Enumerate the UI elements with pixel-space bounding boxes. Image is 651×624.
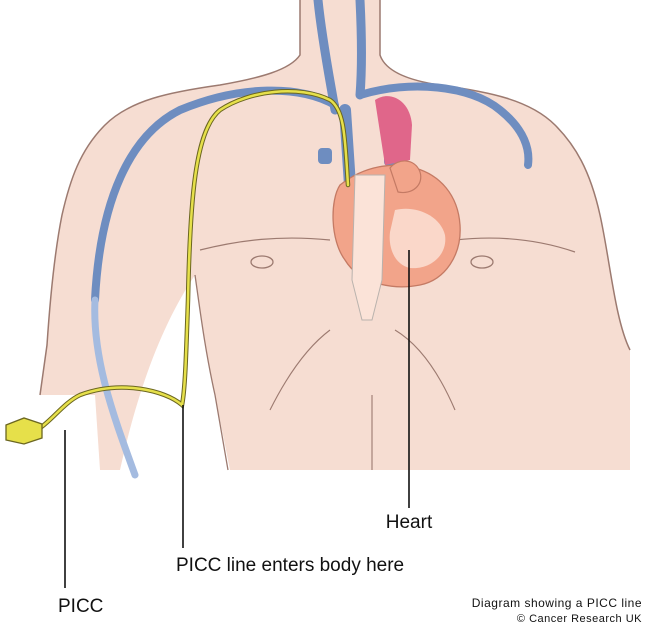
- arm-inner-line: [194, 274, 229, 471]
- picc-line: [5, 89, 351, 445]
- pulmonary-artery: [389, 160, 422, 194]
- chest-line-left: [199, 237, 331, 251]
- heart-illustration: [332, 96, 461, 321]
- torso-outline: [39, 0, 631, 396]
- sternum: [351, 174, 386, 321]
- rib-line-left: [269, 329, 331, 411]
- caption-line-1: Diagram showing a PICC line: [472, 596, 642, 610]
- picc-label: PICC: [58, 596, 103, 617]
- leader-lines: [64, 250, 410, 588]
- caption-line-2: © Cancer Research UK: [517, 613, 642, 624]
- nipple-left: [250, 255, 274, 269]
- vein-branch-left: [318, 148, 332, 164]
- heart-label: Heart: [386, 512, 433, 533]
- rib-line-right: [394, 329, 456, 411]
- vein-neck-right: [355, 0, 366, 100]
- picc-line-tube: [38, 90, 350, 430]
- chest-line-right: [454, 237, 576, 253]
- nipple-right: [470, 255, 494, 269]
- aortic-arch: [375, 96, 412, 165]
- heart-highlight: [389, 208, 446, 269]
- picc-connector: [5, 417, 43, 445]
- entry-label: PICC line enters body here: [176, 555, 404, 576]
- vein-subclavian-right: [356, 82, 533, 169]
